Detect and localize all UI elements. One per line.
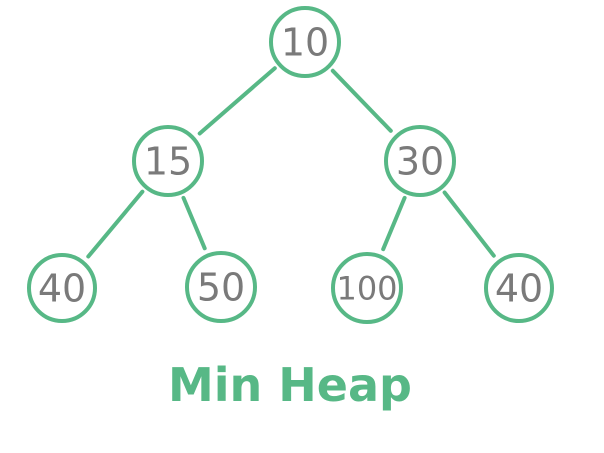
tree-node-circle — [132, 125, 204, 197]
tree-node: 15 — [132, 125, 204, 197]
tree-node-value: 100 — [336, 270, 397, 308]
tree-edge — [86, 189, 145, 259]
tree-node-circle — [185, 251, 257, 323]
tree-node-value: 50 — [197, 266, 245, 310]
tree-edge — [197, 66, 277, 136]
tree-node: 100 — [331, 252, 403, 324]
tree-node-value: 40 — [38, 267, 86, 311]
tree-node-circle — [384, 125, 456, 197]
tree-node-value: 10 — [281, 21, 329, 65]
tree-node-value: 40 — [495, 267, 543, 311]
figure-caption: Min Heap — [168, 358, 412, 412]
tree-node: 30 — [384, 125, 456, 197]
tree-edge — [442, 190, 496, 258]
tree-node-circle — [484, 253, 554, 323]
tree-edge — [330, 68, 393, 133]
tree-node: 10 — [269, 6, 341, 78]
tree-node-value: 30 — [396, 140, 444, 184]
tree-edge — [381, 195, 407, 252]
tree-node: 40 — [484, 253, 554, 323]
tree-node-circle — [331, 252, 403, 324]
tree-node: 50 — [185, 251, 257, 323]
tree-node-value: 15 — [144, 140, 192, 184]
tree-edge — [181, 195, 207, 251]
tree-node-circle — [269, 6, 341, 78]
tree-node-circle — [27, 253, 97, 323]
tree-node: 40 — [27, 253, 97, 323]
